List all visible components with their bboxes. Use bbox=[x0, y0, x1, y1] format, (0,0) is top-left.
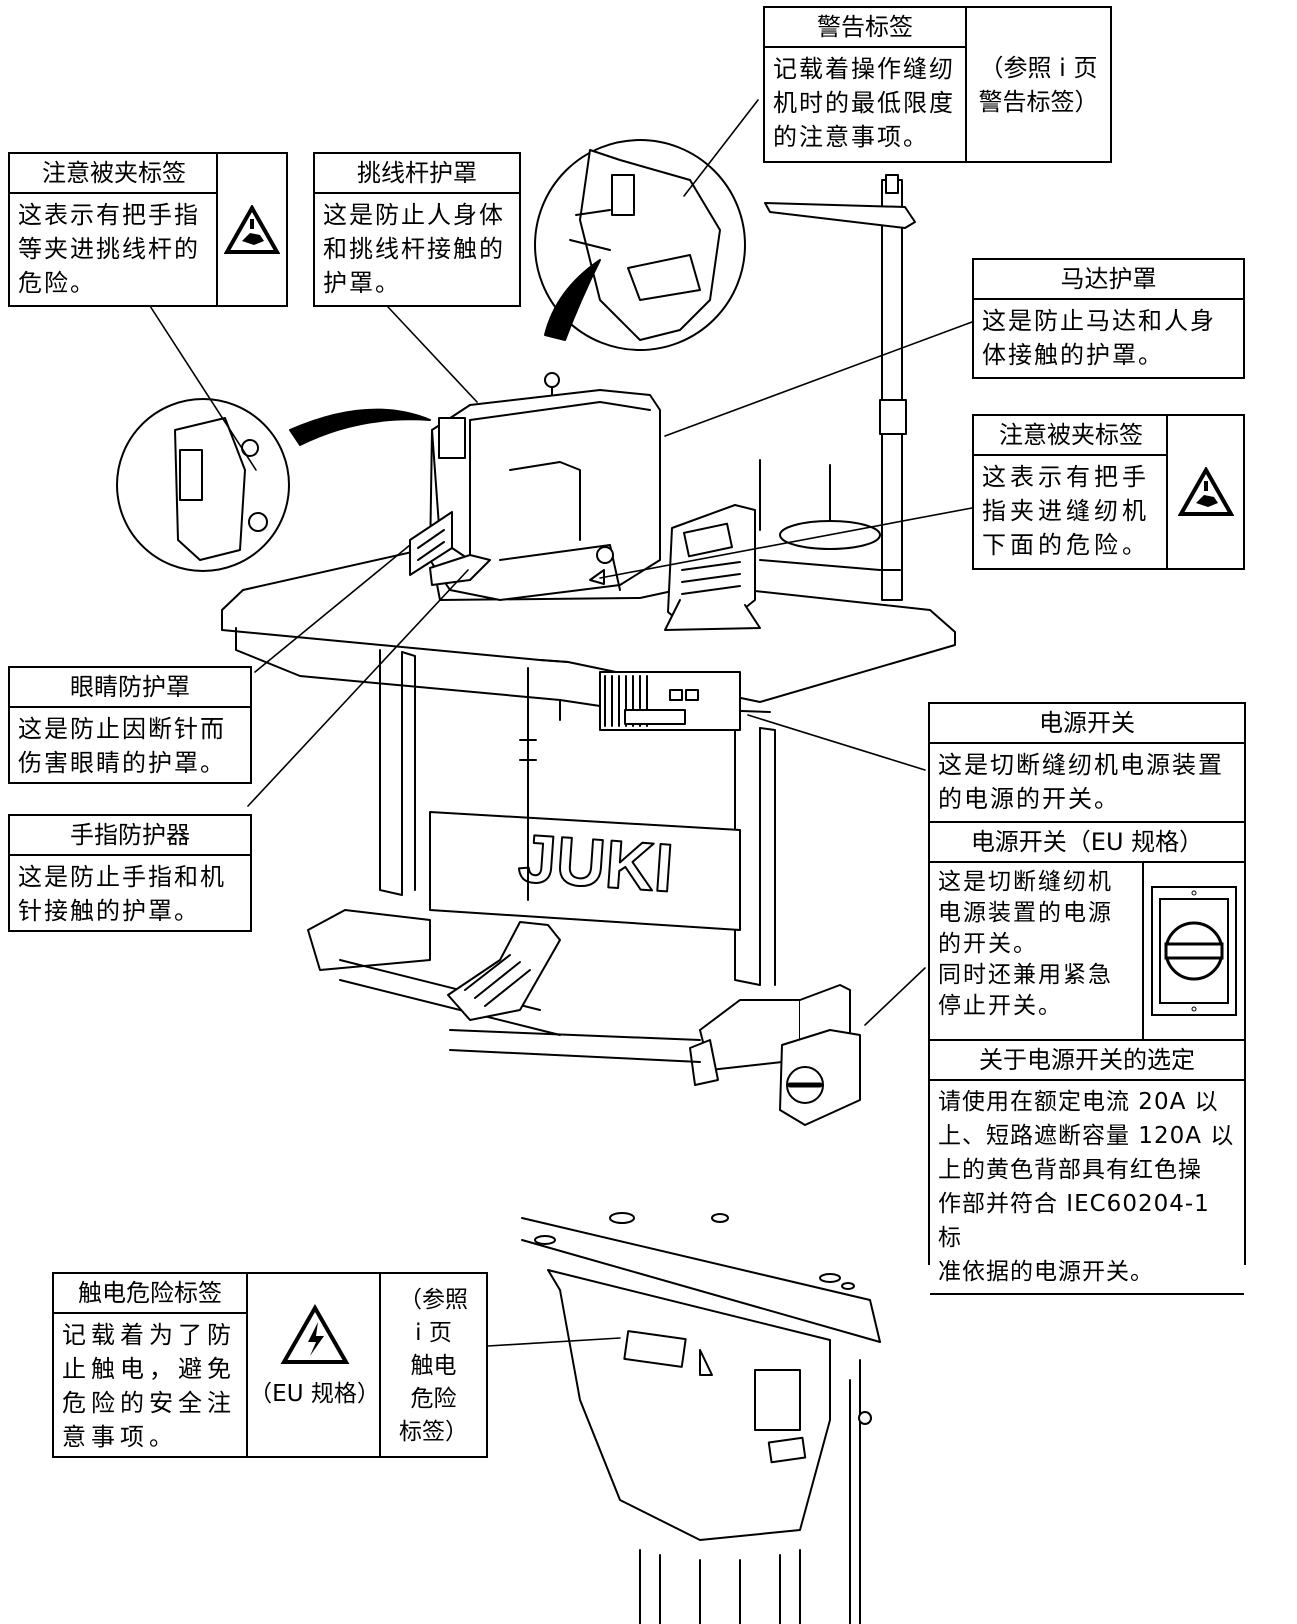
finger-guard-callout: 手指防护器 这是防止手指和机 针接触的护罩。 bbox=[8, 814, 252, 932]
switch-selection-description: 请使用在额定电流 20A 以 上、短路遮断容量 120A 以 上的黄色背部具有红… bbox=[930, 1081, 1244, 1295]
foot-pedal bbox=[447, 667, 561, 1021]
leader-lines bbox=[149, 99, 973, 1347]
eu-power-switch bbox=[779, 1029, 861, 1126]
power-switch-eu-description: 这是切断缝纫机 电源装置的电源 的开关。 同时还兼用紧急 停止开关。 bbox=[938, 869, 1113, 1019]
electric-shock-label-callout: 触电危险标签 记载着为了防 止触电，避免 危险的安全注 意事项。 （EU 规格）… bbox=[52, 1272, 488, 1458]
pinch-label-description-2: 这表示有把手 指夹进缝纫机 下面的危险。 bbox=[982, 463, 1150, 559]
electric-shock-description: 记载着为了防 止触电，避免 危险的安全注 意事项。 bbox=[62, 1321, 236, 1451]
switch-selection-title: 关于电源开关的选定 bbox=[930, 1041, 1244, 1081]
motor-cover-callout: 马达护罩 这是防止马达和人身 体接触的护罩。 bbox=[972, 258, 1245, 379]
rotary-switch-icon bbox=[1151, 886, 1237, 1016]
power-switch-title: 电源开关 bbox=[930, 704, 1244, 744]
pinch-label-title-2: 注意被夹标签 bbox=[974, 416, 1168, 456]
detail-circle-top bbox=[534, 139, 746, 351]
svg-text:JUKI: JUKI bbox=[516, 820, 676, 907]
hand-pinch-warning-icon bbox=[224, 204, 280, 254]
machine-stand: JUKI bbox=[307, 649, 851, 1086]
warning-label-description: 记载着操作缝纫 机时的最低限度 的注意事项。 bbox=[773, 55, 955, 151]
pinch-label-title: 注意被夹标签 bbox=[10, 154, 218, 194]
thread-lever-guard-title: 挑线杆护罩 bbox=[315, 154, 519, 194]
thread-lever-guard-description: 这是防止人身体 和挑线杆接触的 护罩。 bbox=[323, 201, 505, 297]
eu-switch-image-cell bbox=[1142, 863, 1244, 1039]
thread-stand bbox=[759, 174, 916, 601]
operation-panel bbox=[664, 504, 761, 631]
magnifier-pointer-left bbox=[289, 408, 431, 446]
power-switch-eu-title: 电源开关（EU 规格） bbox=[930, 821, 1244, 863]
pinch-label-callout-underside: 注意被夹标签 这表示有把手 指夹进缝纫机 下面的危险。 bbox=[972, 414, 1245, 570]
pinch-label-description: 这表示有把手指 等夹进挑线杆的 危险。 bbox=[18, 201, 200, 297]
underside-detail bbox=[521, 1212, 881, 1624]
warning-label-reference: （参照 i 页 警告标签） bbox=[965, 8, 1110, 161]
finger-guard-title: 手指防护器 bbox=[10, 816, 250, 856]
eu-spec-note: （EU 规格） bbox=[249, 1381, 380, 1407]
motor-cover-description: 这是防止马达和人身 体接触的护罩。 bbox=[982, 307, 1216, 369]
electric-shock-reference: （参照 i 页 触电 危险 标签） bbox=[379, 1274, 486, 1456]
sewing-machine-head bbox=[409, 372, 661, 601]
power-switch-box bbox=[599, 671, 741, 731]
eye-guard-callout: 眼睛防护罩 这是防止因断针而 伤害眼睛的护罩。 bbox=[8, 666, 252, 784]
eye-guard-title: 眼睛防护罩 bbox=[10, 668, 250, 708]
detail-circle-left bbox=[116, 398, 290, 572]
finger-guard-description: 这是防止手指和机 针接触的护罩。 bbox=[18, 863, 226, 925]
pinch-warning-icon-cell bbox=[216, 154, 286, 305]
pinch-warning-icon-cell-2 bbox=[1166, 416, 1243, 568]
power-switch-callout: 电源开关 这是切断缝纫机电源装置 的电源的开关。 电源开关（EU 规格） 这是切… bbox=[928, 702, 1246, 1295]
power-switch-description: 这是切断缝纫机电源装置 的电源的开关。 bbox=[938, 751, 1224, 813]
eye-guard-description: 这是防止因断针而 伤害眼睛的护罩。 bbox=[18, 715, 226, 777]
magnifier-pointer-top bbox=[544, 259, 601, 341]
pinch-label-callout-threadlever: 注意被夹标签 这表示有把手指 等夹进挑线杆的 危险。 bbox=[8, 152, 288, 307]
warning-label-callout: 警告标签 记载着操作缝纫 机时的最低限度 的注意事项。 （参照 i 页 警告标签… bbox=[763, 6, 1112, 163]
thread-lever-guard-callout: 挑线杆护罩 这是防止人身体 和挑线杆接触的 护罩。 bbox=[313, 152, 521, 307]
electric-shock-icon-cell: （EU 规格） bbox=[246, 1274, 381, 1456]
hand-pinch-warning-icon bbox=[1177, 467, 1234, 516]
electric-shock-title: 触电危险标签 bbox=[54, 1274, 246, 1314]
high-voltage-warning-icon bbox=[280, 1303, 349, 1364]
warning-label-title: 警告标签 bbox=[765, 8, 965, 48]
motor-cover-title: 马达护罩 bbox=[974, 260, 1243, 300]
